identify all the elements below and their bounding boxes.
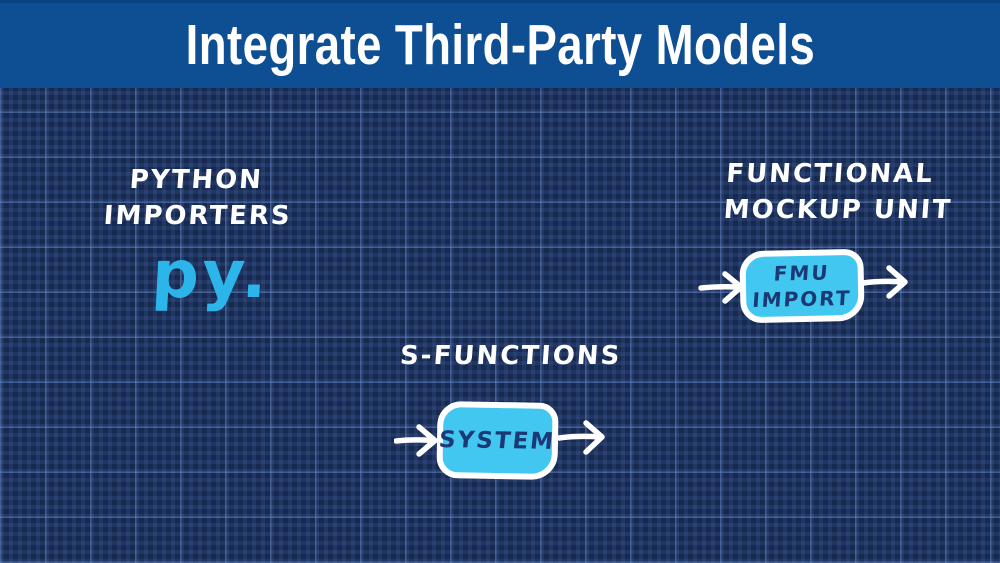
fmu-label-line1: FUNCTIONAL <box>725 159 935 189</box>
fmu-output-arrow-icon <box>860 265 908 299</box>
fmu-block-label-line1: FMU <box>773 260 831 286</box>
fmu-import-block: FMU IMPORT <box>739 248 865 324</box>
blueprint-canvas: PYTHON IMPORTERS py. FUNCTIONAL MOCKUP U… <box>0 88 1000 563</box>
system-block-label: SYSTEM <box>438 426 557 455</box>
s-functions-label-text: S-FUNCTIONS <box>398 341 623 371</box>
s-functions-label: S-FUNCTIONS <box>398 338 623 374</box>
system-block: SYSTEM <box>436 400 559 481</box>
slide-title: Integrate Third-Party Models <box>185 13 815 77</box>
python-logo: py. <box>149 236 273 313</box>
fmu-label: FUNCTIONAL MOCKUP UNIT <box>722 156 954 228</box>
title-banner: Integrate Third-Party Models <box>0 0 1000 88</box>
python-importers-label: PYTHON IMPORTERS <box>102 162 293 234</box>
python-importers-label-line1: PYTHON <box>128 165 264 195</box>
python-importers-label-line2: IMPORTERS <box>102 201 293 231</box>
system-output-arrow-icon <box>556 420 605 455</box>
fmu-block-label-line2: IMPORT <box>751 285 853 313</box>
fmu-label-line2: MOCKUP UNIT <box>722 195 954 225</box>
system-input-arrow-icon <box>394 424 438 457</box>
